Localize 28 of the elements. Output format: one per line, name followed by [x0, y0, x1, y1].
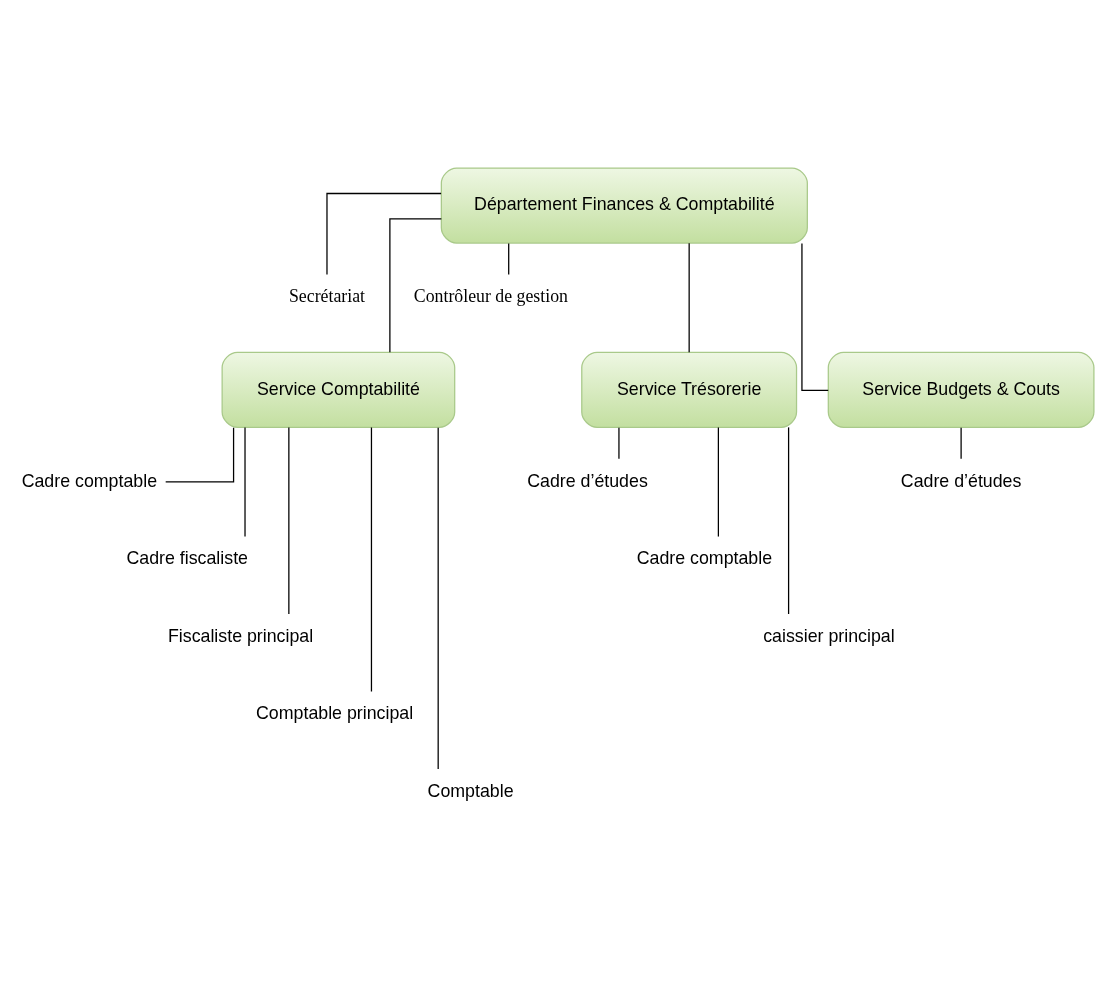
node-text: Contrôleur de gestion [413, 285, 568, 306]
connector [717, 426, 720, 537]
connector [288, 426, 290, 615]
node-text: Cadre fiscaliste [126, 547, 248, 568]
node-text: Fiscaliste principal [167, 625, 314, 646]
node-box: Département Finances & Comptabilité [440, 166, 808, 244]
node-text: Comptable [427, 780, 514, 801]
connector [165, 426, 235, 483]
node-box: Service Budgets & Couts [827, 351, 1095, 428]
connector [801, 242, 829, 391]
connector [960, 426, 962, 459]
node-text: Cadre d’études [527, 470, 648, 491]
node-text: Cadre d’études [900, 470, 1022, 491]
node-box: Service Trésorerie [581, 351, 798, 428]
connector [688, 242, 690, 353]
connector [618, 426, 620, 459]
node-text: Comptable principal [256, 702, 414, 723]
node-box: Service Comptabilité [221, 351, 456, 428]
node-text: Cadre comptable [636, 547, 773, 568]
node-text: caissier principal [763, 625, 895, 646]
connector [326, 192, 442, 275]
connector [389, 217, 442, 353]
connector [437, 426, 439, 770]
connector [370, 426, 373, 692]
connector [508, 242, 510, 275]
connector [787, 426, 790, 615]
node-text: Secrétariat [288, 285, 365, 306]
node-text: Cadre comptable [21, 470, 158, 491]
